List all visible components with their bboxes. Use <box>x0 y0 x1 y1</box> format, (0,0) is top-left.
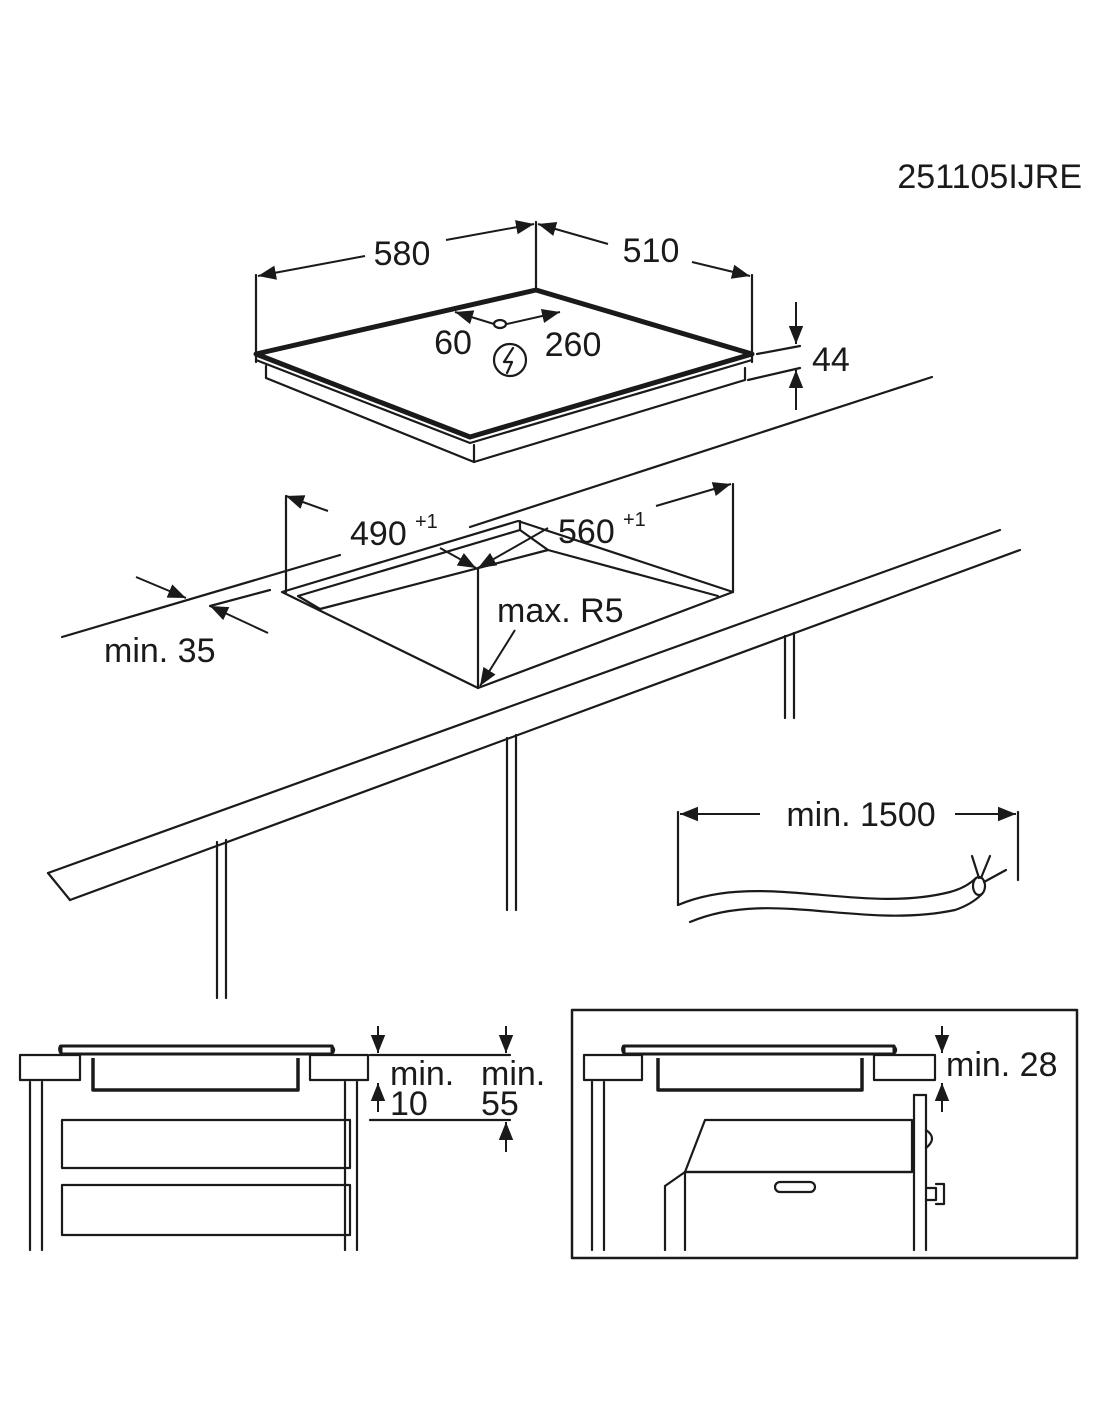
front-edge-label: min. 35 <box>104 632 216 670</box>
worktop <box>46 375 1022 1000</box>
hob-height-label: 44 <box>812 341 850 379</box>
min-55-label-line2: 55 <box>481 1085 519 1123</box>
cutout-depth-label: 490 <box>350 515 407 553</box>
corner-radius-label: max. R5 <box>497 592 624 630</box>
cable: min. 1500 <box>676 796 1020 924</box>
min-55-label-line1: min. <box>481 1055 545 1093</box>
cutout-depth-tolerance: +1 <box>415 511 438 533</box>
min-10-label-line1: min. <box>390 1055 454 1093</box>
cutout-width-label: 560 <box>558 513 615 551</box>
section-left <box>18 1026 514 1252</box>
connection-right-label: 260 <box>545 326 602 364</box>
connection-left-label: 60 <box>434 324 472 362</box>
hob-width-label: 580 <box>374 235 431 273</box>
drawing-code: 251105IJRE <box>897 158 1082 196</box>
hob-drawing <box>253 220 755 464</box>
min-10-label-line2: 10 <box>390 1085 428 1123</box>
cutout-width-tolerance: +1 <box>623 509 646 531</box>
min-28-label: min. 28 <box>946 1046 1058 1084</box>
hob-depth-label: 510 <box>623 232 680 270</box>
section-right <box>570 1008 1079 1260</box>
cable-length-label: min. 1500 <box>786 796 935 834</box>
lightning-icon <box>492 342 528 378</box>
